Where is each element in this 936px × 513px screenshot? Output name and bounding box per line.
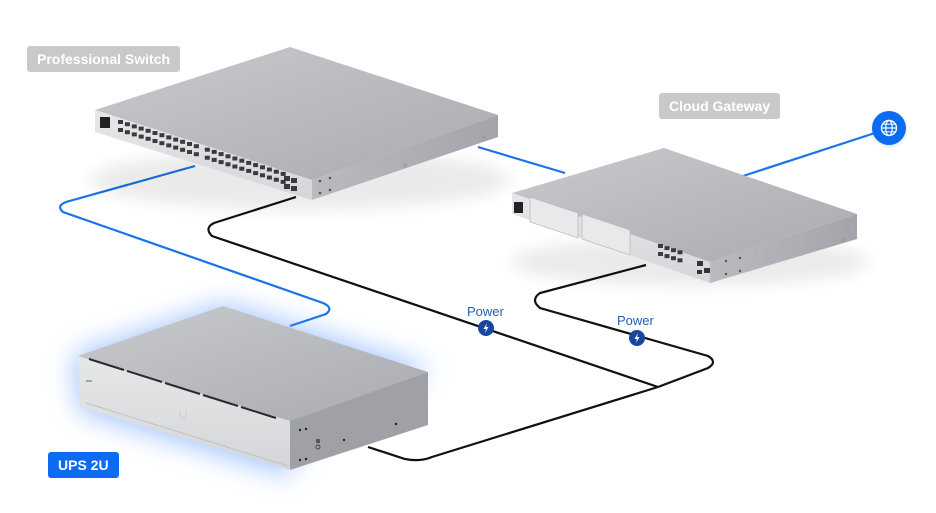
ethernet-port — [166, 143, 172, 148]
globe-icon — [880, 119, 898, 137]
cloud-gateway-device[interactable] — [510, 148, 870, 286]
sfp-port — [291, 178, 297, 183]
ethernet-port — [166, 135, 172, 140]
ethernet-port — [225, 162, 231, 167]
ethernet-port — [253, 163, 259, 168]
ethernet-port — [180, 147, 186, 152]
professional-switch-label: Professional Switch — [27, 46, 181, 72]
ethernet-port — [677, 258, 683, 263]
power-label-gateway: Power — [617, 313, 654, 328]
ethernet-port — [266, 167, 272, 172]
ethernet-port — [260, 165, 265, 170]
sfp-port — [284, 184, 290, 189]
ethernet-port — [187, 150, 192, 154]
gateway-power-button — [514, 202, 523, 213]
ethernet-port — [218, 152, 224, 157]
power-cable-gateway — [533, 263, 715, 389]
ethernet-port — [131, 124, 137, 129]
ethernet-port — [118, 120, 123, 124]
ethernet-port — [211, 149, 217, 154]
ups-vent-slots — [88, 358, 277, 419]
ethernet-port — [664, 246, 670, 251]
ups-2u-device[interactable] — [75, 305, 430, 475]
data-cable-switch-ups — [59, 164, 331, 328]
cloud-gateway-label: Cloud Gateway — [659, 93, 781, 119]
ethernet-port — [187, 142, 192, 146]
switch-port-array — [118, 120, 297, 191]
ethernet-port — [204, 147, 210, 152]
ethernet-port — [239, 166, 245, 171]
ethernet-port — [671, 256, 676, 261]
ethernet-port — [159, 141, 165, 146]
ethernet-port — [145, 136, 151, 141]
ethernet-port — [180, 139, 186, 144]
ethernet-port — [124, 122, 130, 127]
ethernet-port — [152, 131, 158, 135]
ethernet-port — [239, 158, 245, 163]
ethernet-port — [246, 168, 252, 173]
ethernet-port — [204, 155, 210, 160]
data-cable-switch-gateway — [477, 145, 566, 175]
ethernet-port — [273, 177, 279, 182]
power-badge-2[interactable] — [629, 330, 645, 346]
internet-globe-button[interactable] — [872, 111, 906, 145]
ethernet-port — [671, 248, 676, 253]
data-cable-gateway-internet — [739, 130, 879, 179]
power-badge-1[interactable] — [478, 320, 494, 336]
ethernet-port — [246, 160, 252, 165]
ethernet-port — [280, 171, 286, 176]
ethernet-port — [173, 137, 179, 142]
ethernet-port — [193, 144, 199, 149]
lightning-bolt-icon — [634, 333, 640, 343]
ethernet-port — [253, 171, 259, 176]
power-label-switch: Power — [467, 304, 504, 319]
drive-bay-2 — [581, 213, 631, 256]
ethernet-port — [124, 130, 130, 135]
ethernet-port — [131, 132, 137, 137]
power-cable-ups — [367, 385, 659, 462]
professional-switch-device[interactable] — [90, 47, 510, 210]
ethernet-port — [118, 128, 123, 132]
ethernet-port — [658, 244, 663, 248]
ethernet-port — [225, 154, 231, 159]
drive-bay-1 — [529, 196, 579, 239]
ethernet-port — [193, 152, 199, 157]
ethernet-port — [658, 252, 663, 256]
ethernet-port — [138, 126, 144, 131]
ethernet-port — [173, 145, 179, 150]
ethernet-port — [232, 156, 238, 161]
ethernet-port — [280, 179, 286, 184]
ethernet-port — [266, 175, 272, 180]
lightning-bolt-icon — [483, 323, 489, 333]
ethernet-port — [145, 128, 151, 133]
console-port — [100, 117, 110, 128]
ethernet-port — [677, 250, 683, 255]
ups-2u-label: UPS 2U — [48, 452, 119, 478]
ethernet-port — [260, 173, 265, 178]
gateway-port-array — [658, 244, 683, 263]
ethernet-port — [232, 164, 238, 169]
ethernet-port — [211, 157, 217, 162]
sfp-port — [284, 176, 290, 181]
ethernet-port — [138, 134, 144, 139]
ethernet-port — [159, 133, 165, 138]
ethernet-port — [152, 139, 158, 143]
power-cable-switch — [207, 195, 659, 389]
ubiquiti-logo-icon — [179, 410, 187, 419]
ethernet-port — [218, 160, 224, 165]
ethernet-port — [664, 254, 670, 259]
sfp-port — [291, 186, 297, 191]
ethernet-port — [273, 169, 279, 174]
